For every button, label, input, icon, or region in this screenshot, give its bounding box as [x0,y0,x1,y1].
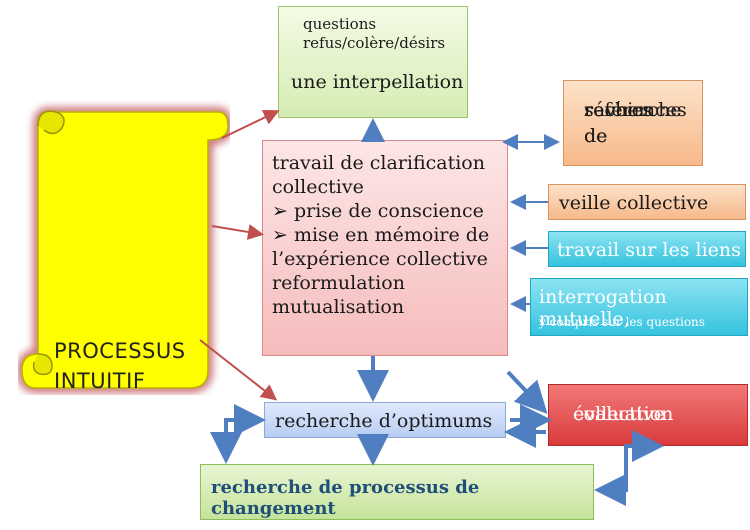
interrogation-box: interrogation mutuelle, y compris sur le… [530,278,748,336]
liens-text: travail sur les liens [557,239,741,261]
interpellation-title: une interpellation [291,71,464,93]
scroll-graphic [16,107,234,393]
savoirs-line-1: recherche de [584,99,682,147]
clarification-line-1: travail de clarification [272,152,485,174]
interpellation-line-2: refus/colère/désirs [303,34,446,52]
arrow-eval-to-changement [594,444,644,506]
savoirs-box: recherche de savoirs de références [563,80,703,166]
clarification-more-3: mutualisation [272,296,405,318]
arrow-optimums-elbow-left [210,418,262,464]
clarification-bullet-2-text: mise en mémoire de [293,224,490,246]
optimums-box: recherche d’optimums [264,402,506,438]
interrogation-line-2: y compris sur les questions [539,315,705,329]
clarification-bullet-1-text: prise de conscience [293,200,484,222]
clarification-more: l’expérience collective reformulation mu… [272,247,488,319]
clarification-more-2: reformulation [272,272,405,294]
optimums-text: recherche d’optimums [275,410,493,432]
changement-box: recherche de processus de changement [200,464,594,520]
clarification-more-1: l’expérience collective [272,248,488,270]
bullet-arrow-icon: ➢ [272,224,288,246]
evaluation-line-1: évaluation [573,403,674,425]
liens-box: travail sur les liens [548,231,746,267]
evaluation-line-2: collective [573,403,665,425]
clarification-bullet-1: ➢ prise de conscience [272,199,484,223]
veille-box: veille collective [548,184,746,220]
changement-text: recherche de processus de changement [211,477,480,519]
interpellation-line-1: questions [303,15,377,33]
clarification-bullet-2: ➢ mise en mémoire de [272,223,489,247]
savoirs-line-3: références [584,99,687,121]
interrogation-line-1: interrogation mutuelle, [539,286,667,330]
arrow-scroll-to-interpellation [221,109,280,139]
scroll-label: PROCESSUS INTUITIF [54,336,210,396]
bullet-arrow-icon: ➢ [272,200,288,222]
scroll-shape: PROCESSUS INTUITIF [16,100,234,396]
interpellation-box: questions refus/colère/désirs une interp… [278,6,468,118]
arrow-conflits-to-eval [506,370,548,414]
arrow-scroll-to-optimums [199,339,278,401]
scroll-label-line-2: INTUITIF [54,369,146,393]
interpellation-questions: questions refus/colère/désirs [303,15,445,53]
savoirs-line-2: savoirs de [584,99,653,147]
scroll-label-line-1: PROCESSUS [54,339,186,363]
arrow-scroll-to-clarification [211,224,264,240]
clarification-line-2: collective [272,176,364,198]
clarification-heading: travail de clarification collective [272,151,485,199]
veille-text: veille collective [559,192,709,214]
clarification-box: travail de clarification collective ➢ pr… [262,140,508,356]
